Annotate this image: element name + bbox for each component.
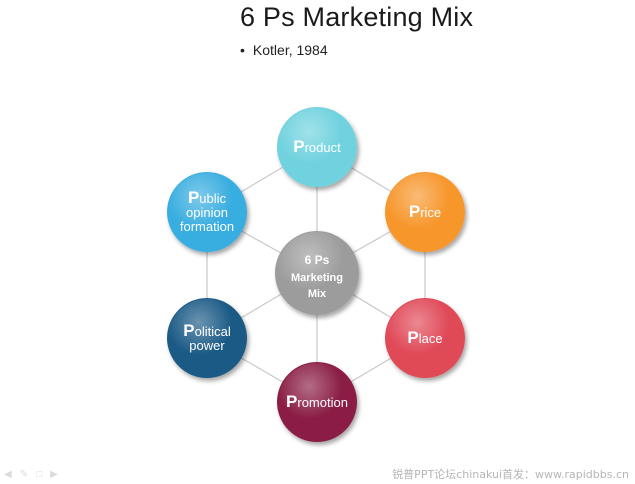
slideshow-toolbar: ◀ ✎ □ ▶	[4, 469, 58, 480]
node-product-gloss	[278, 108, 356, 186]
node-promotion-gloss	[278, 363, 356, 441]
bullet-item: • Kotler, 1984	[240, 42, 328, 58]
node-promotion	[277, 362, 357, 442]
center-node-gloss	[276, 232, 358, 314]
node-public-opinion-formation-gloss	[168, 173, 246, 251]
node-label-rest: lace	[419, 331, 443, 346]
node-label-rest: rice	[420, 205, 441, 220]
node-political-power	[167, 298, 247, 378]
previous-icon[interactable]: ◀	[4, 469, 12, 480]
node-label-line: power	[189, 338, 225, 353]
node-label-price: Price	[409, 202, 441, 221]
center-line-1: 6 Ps	[305, 253, 330, 267]
node-product	[277, 107, 357, 187]
node-label-promotion: Promotion	[286, 392, 348, 411]
node-place	[385, 298, 465, 378]
node-label-line: opinion	[186, 205, 228, 220]
center-line-2: Marketing	[291, 272, 343, 284]
node-label-rest: ublic	[199, 191, 226, 206]
next-icon[interactable]: ▶	[50, 469, 58, 480]
node-price	[385, 172, 465, 252]
slide-icon[interactable]: □	[36, 469, 43, 480]
node-initial: P	[286, 392, 297, 411]
node-political-power-gloss	[168, 299, 246, 377]
slide-title: 6 Ps Marketing Mix	[240, 2, 474, 32]
node-label-product: Product	[293, 137, 341, 156]
node-public-opinion-formation	[167, 172, 247, 252]
pen-icon[interactable]: ✎	[19, 469, 29, 480]
center-node	[275, 231, 359, 315]
node-label-rest: romotion	[297, 395, 348, 410]
footer-watermark: 锐普PPT论坛chinakui首发：www.rapidbbs.cn	[392, 468, 629, 481]
bullet-text: Kotler, 1984	[252, 42, 328, 58]
node-label-place: Place	[407, 328, 442, 347]
node-initial: P	[409, 202, 420, 221]
node-label-rest: olitical	[195, 324, 231, 339]
node-label-line: formation	[180, 219, 234, 234]
center-line-3: Mix	[308, 288, 327, 300]
bullet-dot: •	[240, 42, 245, 58]
node-price-gloss	[386, 173, 464, 251]
node-label-rest: roduct	[305, 140, 342, 155]
node-initial: P	[188, 188, 199, 207]
node-initial: P	[293, 137, 304, 156]
node-initial: P	[183, 321, 194, 340]
node-initial: P	[407, 328, 418, 347]
node-place-gloss	[386, 299, 464, 377]
